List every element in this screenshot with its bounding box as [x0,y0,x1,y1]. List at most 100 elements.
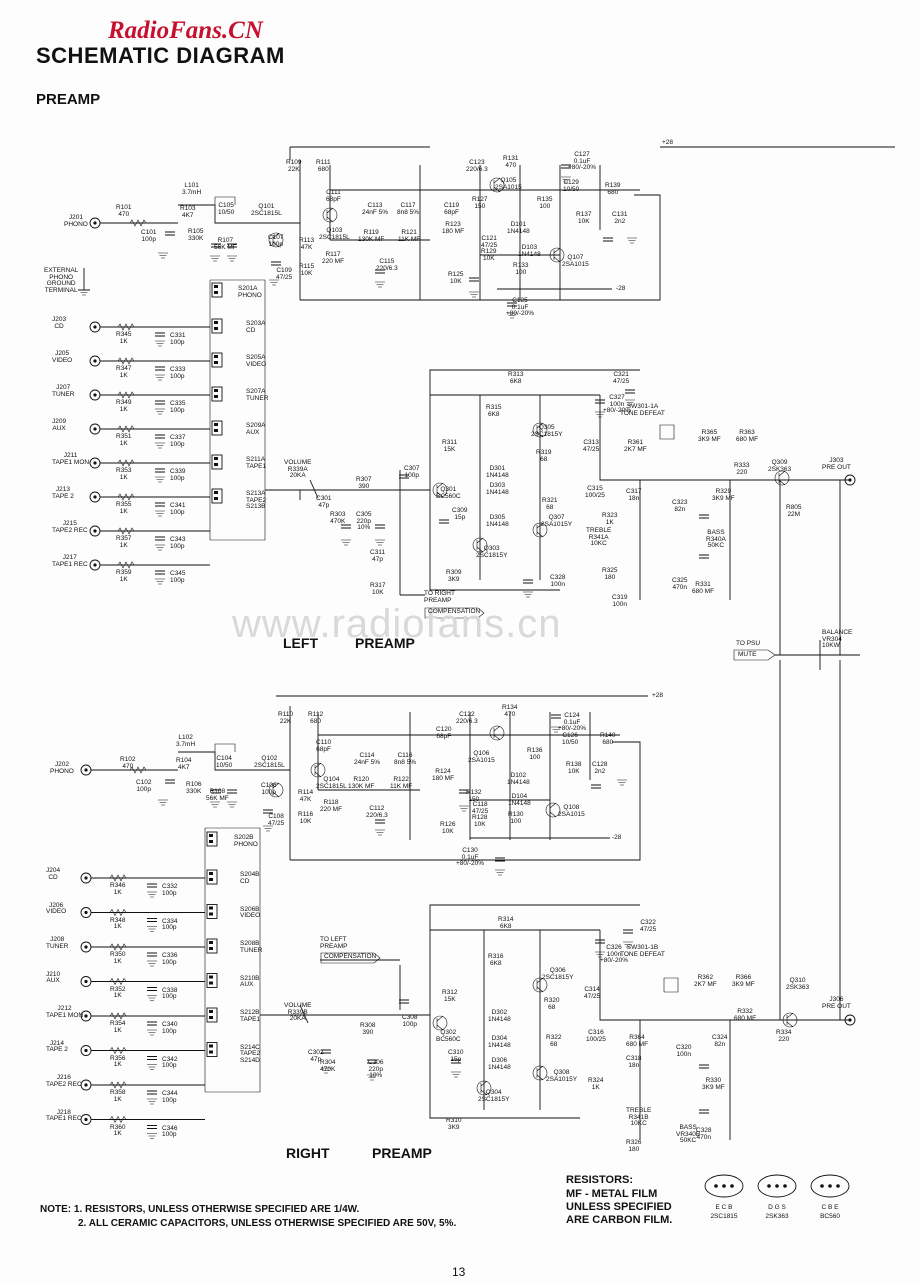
right-input-switch-2-line: S208B [240,940,260,947]
right-input-r-2-line: 1K [113,957,122,965]
left-tone-part-26-line: C328 [550,574,566,581]
left-tone-part-9-line: Q301 [440,486,457,493]
left-tone-part-24-line: 47/25 [613,377,630,385]
right-tone-part-17-line: 68 [548,1003,556,1011]
left-phono-part-5-line: 10/50 [218,208,235,216]
output-left [779,480,841,655]
right-phono-part-10-line: R110 [278,711,294,718]
switch-right-0-contact [209,872,213,875]
left-phono-part-39-line: R139 [605,182,621,189]
jack-j306 [844,1014,856,1026]
left-input-c-1-line: 100p [170,372,185,380]
right-input-r-1-line: R348 [110,916,126,924]
right-tone-part-14-line: 1N4148 [488,1063,511,1071]
left-tone-part-41-line: 220 [736,468,748,476]
ground-symbol [507,312,517,319]
resistor-symbol [117,459,135,467]
right-tone-part-8-line: 15p [450,1055,462,1063]
capacitor-symbol [155,434,165,439]
jack-j209-pin [93,427,97,431]
capacitor-symbol [165,779,175,784]
left-phono-part-36-line: 0.1uF [511,303,529,311]
right-input-switch-4-line: S212B [240,1009,260,1016]
jack-j202-pin [84,768,88,772]
right-tone-part-7-line: Q302 [440,1029,457,1036]
jack-j216-pin [84,1083,88,1087]
left-phono-part-40-line: R137 [576,211,592,218]
package-pin [767,1184,771,1188]
right-input-c-6-line: C344 [162,1090,178,1097]
right-phono-part-32-line: R126 [440,821,456,828]
left-input-jack-label-4-line: J211 [63,452,78,459]
right-phono-part-37-line: 0.1uF [563,718,581,726]
right-tone-part-36-line: C328 [696,1127,712,1134]
right-phono-part-28-line: 47/25 [472,807,489,815]
right-phono-part-36-line: C130 [462,847,478,854]
to-left-preamp-label-line: PREAMP [320,942,348,950]
right-phono-part-25-line: 470 [504,710,516,718]
right-tone-part-28-line: C318 [626,1055,642,1062]
left-tone-part-5-line: C311 [370,549,386,556]
capacitor-symbol [399,999,409,1004]
right-input-switch-1-line: S206B [240,905,260,913]
ground-symbol [147,891,157,898]
capacitor-symbol [155,332,165,337]
right-phono-part-22-line: C120 [436,726,452,733]
right-input-r-3-line: 1K [113,992,122,999]
transistor-q302-leads [436,1015,444,1031]
selector-right-frame [204,827,261,1093]
right-input-c-5-line: C342 [162,1055,178,1063]
left-phono-part-12-line: 68pF [326,195,341,203]
right-tone-part-37-line: R332 [737,1008,753,1015]
ground-symbol [147,1029,157,1036]
left-tone-part-14-line: 1N4148 [486,471,509,479]
left-phono-part-25-line: R131 [503,155,519,162]
right-phono-part-16-line: 220 MF [320,805,343,813]
right-phono-part-35-line: 2SA1015 [558,810,585,818]
ground-symbol [155,476,165,483]
right-phono-part-29-line: R128 [472,814,488,821]
left-phono-part-11-line: 680 [317,165,329,173]
left-input-switch-5-line: S213B [246,503,266,510]
right-input-r-6-line: R358 [110,1089,126,1096]
right-input-c-1-line: 100p [162,924,177,931]
transistor-q102 [268,782,284,798]
jack-j207-pin [93,393,97,397]
right-tone-part-39-line: 2SK363 [786,983,810,991]
left-phono-part-10-line: 22K [287,165,300,173]
switch-left-0-contact [214,321,218,324]
package-outline-to92-b [757,1174,797,1198]
left-phono-part-11-line: R111 [316,159,331,166]
transistor-q105-leads [493,177,501,193]
